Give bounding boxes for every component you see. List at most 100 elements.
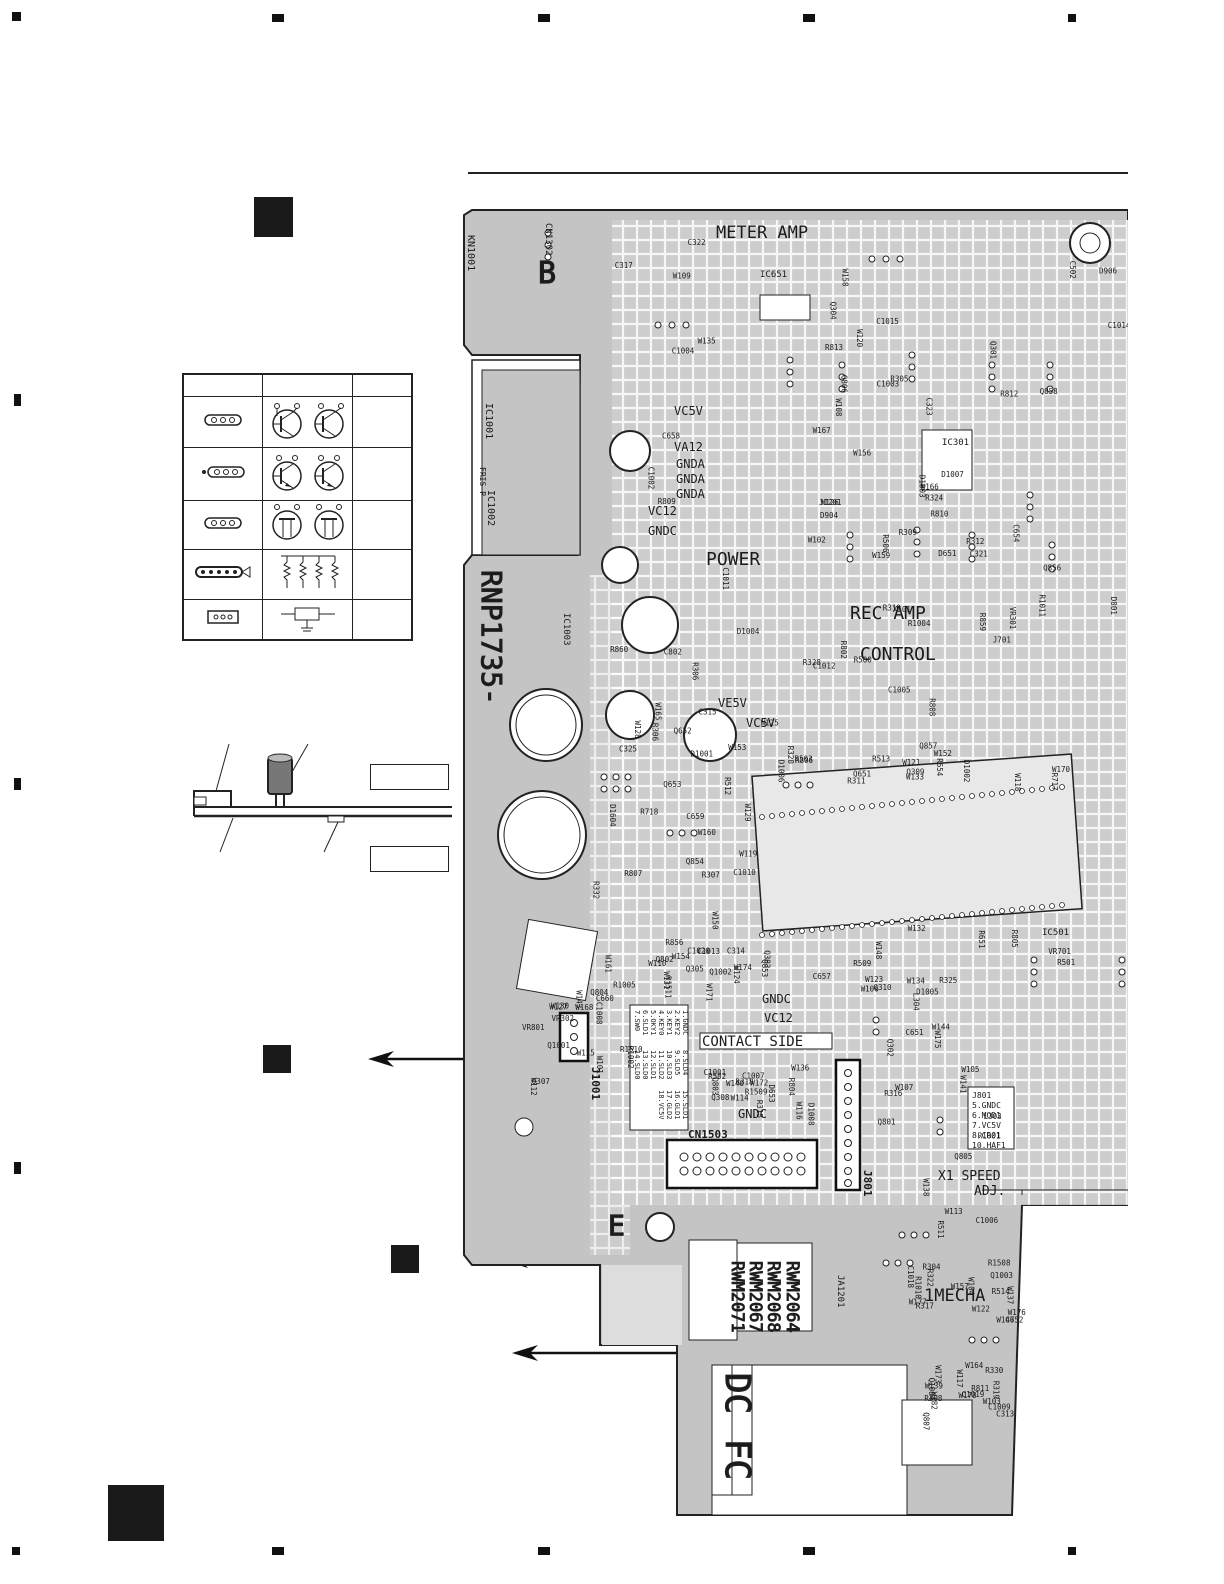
supply-label: GNDC: [738, 1107, 767, 1121]
legend-footprint-cell: [182, 598, 263, 641]
component-ref-label: W116: [795, 1102, 804, 1121]
component-ref-label: W137: [1006, 1286, 1015, 1304]
registration-mark: [1068, 1547, 1076, 1555]
component-ref-label: R317: [916, 1302, 934, 1311]
component-ref-label: W161: [604, 955, 613, 973]
component-ref-label: W129: [743, 804, 752, 822]
part-number-label: RWM2068: [763, 1261, 783, 1333]
registration-mark: [14, 778, 21, 790]
component-ref-label: W117: [955, 1370, 964, 1388]
component-ref-label: W130: [551, 1002, 570, 1011]
component-ref-label: W160: [698, 828, 717, 837]
component-ref-label: C1005: [888, 686, 911, 695]
fc-marking: FC: [717, 1439, 757, 1480]
legend-symbol-cell: [262, 598, 353, 641]
component-ref-label: C1009: [988, 1403, 1011, 1412]
component-ref-label: W115: [577, 1048, 595, 1057]
cn1503-pin-label: 16.GLD1: [673, 1090, 681, 1120]
section-marker-block: [254, 197, 293, 237]
component-reference-layer: W120C658D651W128C659Q651R651W154C660D653…: [522, 238, 1128, 1430]
component-ref-label: Q1002: [709, 968, 732, 977]
component-ref-label: W103: [983, 1397, 1001, 1406]
section-label-mecha: 1MECHA: [924, 1286, 985, 1306]
component-ref-label: W152: [934, 749, 952, 758]
section-marker-block: [263, 1045, 291, 1073]
component-ref-label: W104: [966, 1277, 975, 1296]
component-ref-label: W132: [908, 924, 926, 933]
cn1503-pin-label: 13.SLD0: [641, 1050, 649, 1080]
j801-pin-label: J801: [972, 1091, 991, 1100]
cn1503-pin-label: 1.GNDC: [681, 1010, 689, 1035]
legend-footprint-cell: [182, 446, 263, 501]
registration-mark: [12, 12, 21, 21]
cn1503-pin-label: 15.SLD1: [681, 1090, 689, 1120]
component-legend-table: [182, 373, 413, 641]
component-ref-label: W113: [945, 1207, 963, 1216]
dc-marking: DC: [717, 1373, 757, 1414]
component-ref-label: C658: [662, 431, 681, 440]
component-ref-label: W136: [791, 1063, 810, 1072]
supply-label: VC12: [764, 1011, 793, 1025]
supply-label: GNDA: [676, 457, 706, 471]
connector-label-j801: J801: [861, 1170, 874, 1197]
component-ref-label: W164: [965, 1361, 984, 1370]
component-ref-label: W176: [1008, 1308, 1027, 1317]
component-ref-label: C657: [813, 972, 831, 981]
cn1503-pin-label: 10.SLD3: [665, 1050, 673, 1080]
component-ref-label: R513: [872, 755, 890, 764]
component-ref-label: Q805: [954, 1152, 972, 1161]
component-ref-label: R319: [992, 1381, 1001, 1399]
component-ref-label: R813: [825, 343, 843, 352]
component-ref-label: R325: [939, 976, 957, 985]
component-ref-label: R811: [971, 1384, 989, 1393]
legend-note-cell: [352, 499, 413, 550]
cn1503-pin-label: 7.SW0: [633, 1010, 641, 1031]
component-ref-label: C652: [1005, 1316, 1023, 1325]
component-ref-label: R316: [884, 1089, 903, 1098]
component-ref-label: D1604: [608, 804, 617, 827]
cn1503-pin-label: 14.SLD0: [633, 1050, 641, 1080]
component-ref-label: W150: [711, 911, 720, 930]
legend-note-cell: [352, 598, 413, 641]
component-ref-label: Q301: [989, 341, 998, 359]
component-ref-label: R330: [985, 1366, 1004, 1375]
component-ref-label: W128: [633, 721, 642, 740]
component-ref-label: W170: [1052, 765, 1071, 774]
component-ref-label: C1008: [595, 1002, 604, 1025]
component-ref-label: W173: [933, 1365, 942, 1383]
fet-transistor-icon: [271, 503, 344, 540]
resistor-array-footprint-icon: [195, 566, 251, 578]
component-ref-label: W131: [662, 971, 671, 989]
side-letter-b: B: [538, 256, 556, 291]
component-ref-label: W147: [996, 1316, 1014, 1325]
component-ref-label: Q804: [590, 988, 609, 997]
legend-symbol-cell: [262, 499, 353, 550]
component-ref-label: R320: [786, 746, 795, 765]
component-ref-label: R503: [795, 755, 813, 764]
component-ref-label: C660: [596, 994, 615, 1003]
component-ref-label: Q1004: [927, 1378, 936, 1401]
component-ref-label: C654: [1012, 524, 1021, 543]
component-ref-label: Q807: [921, 1412, 930, 1430]
component-ref-label: R1004: [908, 619, 931, 628]
component-ref-label: X501: [893, 605, 911, 614]
component-ref-label: W108: [834, 398, 843, 417]
registration-mark: [272, 1547, 284, 1555]
component-ref-label: Q653: [663, 780, 681, 789]
component-ref-label: W171: [705, 983, 714, 1001]
component-ref-label: W119: [739, 850, 757, 859]
j801-pin-label: 5.GNDC: [972, 1101, 1001, 1110]
part-number-label: RWM2067: [745, 1261, 765, 1333]
arrow-left-icon: [368, 1051, 394, 1067]
component-ref-label: R802: [839, 641, 848, 659]
component-ref-label: Q305: [686, 965, 704, 974]
component-ref-label: W153: [728, 743, 746, 752]
component-ref-label: W148: [874, 941, 883, 960]
resonator-footprint-icon: [207, 610, 239, 624]
component-ref-label: W182: [930, 1392, 939, 1410]
legend-header-cell: [262, 373, 353, 397]
component-ref-label: W165: [653, 702, 662, 720]
supply-label: VE5V: [718, 696, 747, 710]
component-ref-label: R859: [978, 613, 987, 631]
component-ref-label: C1015: [876, 317, 899, 326]
